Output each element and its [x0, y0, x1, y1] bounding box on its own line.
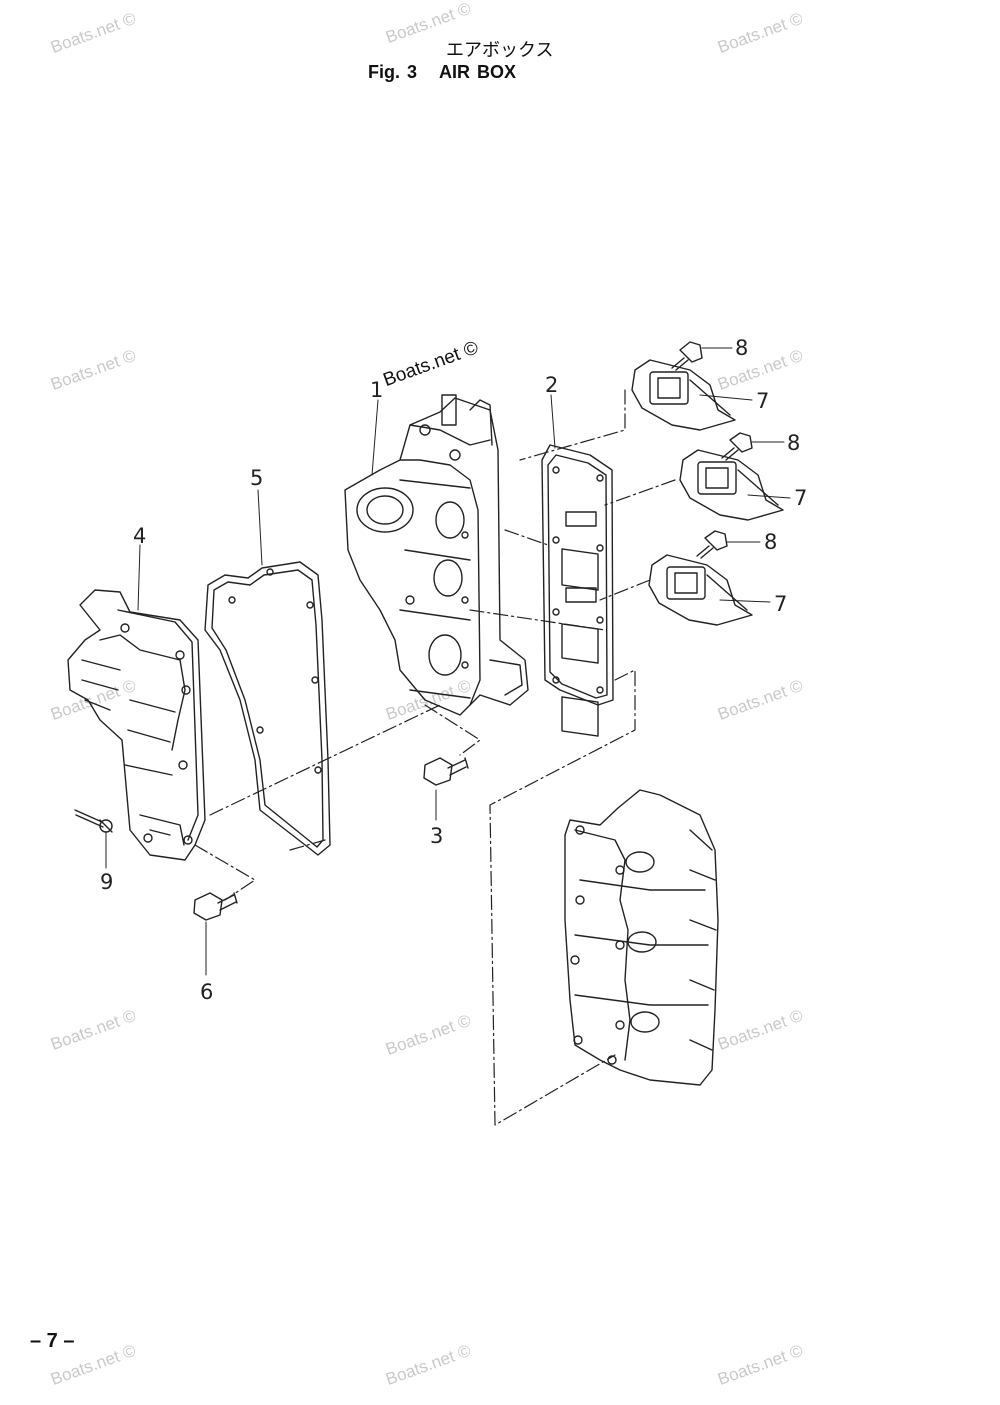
- air-box-body: [344, 394, 529, 716]
- reed-valve: [648, 554, 753, 626]
- callout-part-8: 8: [764, 530, 778, 554]
- callout-part-4: 4: [133, 524, 147, 548]
- callout-part-9: 9: [100, 870, 114, 894]
- callout-part-8: 8: [735, 336, 749, 360]
- reed-valve: [679, 449, 784, 521]
- callout-part-3: 3: [430, 824, 444, 848]
- body-screw: [423, 757, 469, 786]
- callout-part-7: 7: [756, 389, 770, 413]
- callout-part-5: 5: [250, 466, 264, 490]
- figure-name: AIR BOX: [439, 62, 517, 82]
- reed-valve-screw: [671, 341, 703, 371]
- leader-lines: [105, 347, 791, 976]
- cover-screw: [193, 892, 238, 921]
- assembly-lines: [194, 389, 676, 1126]
- callout-part-8: 8: [787, 431, 801, 455]
- cover-gasket: [204, 561, 331, 856]
- reed-valve-gasket: [541, 444, 614, 737]
- callout-part-7: 7: [774, 592, 788, 616]
- callout-part-1: 1: [370, 378, 384, 402]
- figure-title: Fig. 3 AIR BOX: [368, 62, 516, 83]
- reed-valve-screw: [721, 432, 753, 461]
- callout-part-7: 7: [794, 486, 808, 510]
- reed-valve: [631, 359, 736, 431]
- callout-part-2: 2: [545, 373, 559, 397]
- crankcase-reference: [564, 789, 719, 1086]
- air-box-cover: [67, 589, 206, 861]
- page-number: – 7 –: [30, 1330, 75, 1352]
- title-japanese: エアボックス: [446, 40, 554, 61]
- reed-valve-screw: [696, 530, 728, 559]
- cover-bolt: [74, 809, 113, 833]
- figure-label: Fig. 3: [368, 62, 418, 82]
- callout-part-6: 6: [200, 980, 214, 1004]
